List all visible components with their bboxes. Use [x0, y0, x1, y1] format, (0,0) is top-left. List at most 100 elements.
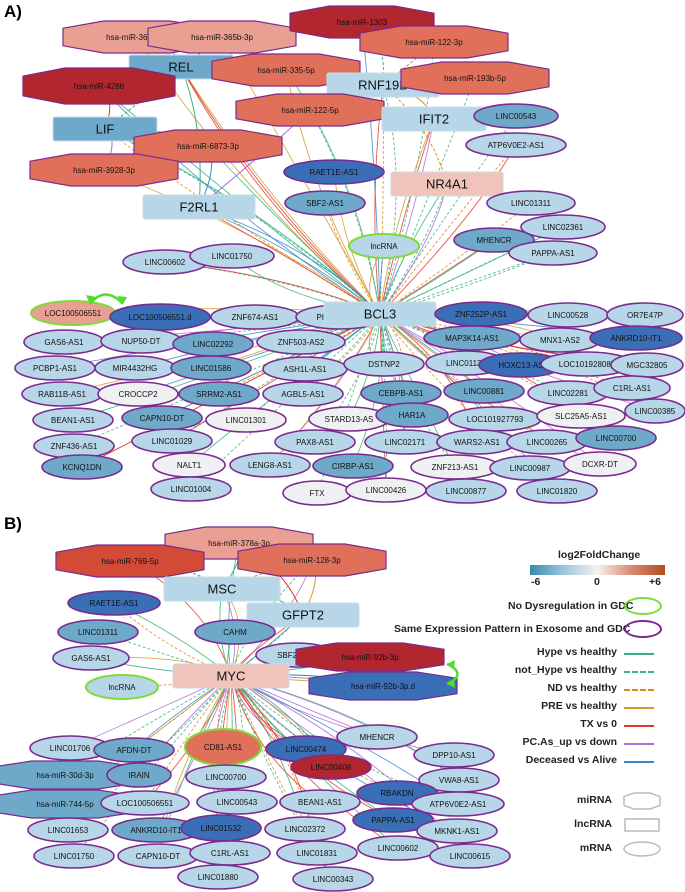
node-hsa-mir-744-5p[interactable]: hsa-miR-744-5p	[0, 789, 140, 819]
node-afdn-dt[interactable]: AFDN-DT	[93, 737, 175, 763]
node-gfpt2[interactable]: GFPT2	[246, 602, 360, 628]
node-ftx[interactable]: FTX	[282, 480, 352, 506]
node-cirbp-as1[interactable]: CIRBP-AS1	[312, 453, 394, 479]
node-linc00265[interactable]: LINC00265	[506, 429, 588, 455]
node-f2rl1[interactable]: F2RL1	[142, 194, 256, 220]
node-croccp2[interactable]: CROCCP2	[97, 381, 179, 407]
node-leng8-as1[interactable]: LENG8-AS1	[229, 452, 311, 478]
node-linc01586[interactable]: LINC01586	[170, 355, 252, 381]
node-wars2-as1[interactable]: WARS2-AS1	[436, 429, 518, 455]
node-linc01831[interactable]: LINC01831	[276, 840, 358, 866]
node-hsa-mir-769-5p[interactable]: hsa-miR-769-5p	[55, 544, 205, 578]
node-rab11b-as1[interactable]: RAB11B-AS1	[21, 381, 103, 407]
node-hsa-mir-122-3p[interactable]: hsa-miR-122-3p	[359, 25, 509, 59]
node-hsa-mir-92b-3p[interactable]: hsa-miR-92b-3p	[295, 642, 445, 672]
node-linc00528[interactable]: LINC00528	[527, 302, 609, 328]
node-hsa-mir-30d-3p[interactable]: hsa-miR-30d-3p	[0, 760, 140, 790]
node-loc100506551[interactable]: LOC100506551	[30, 300, 116, 326]
node-loc101927793[interactable]: LOC101927793	[448, 406, 542, 432]
node-linc02171[interactable]: LINC02171	[364, 429, 446, 455]
node-c1rl-as1[interactable]: C1RL-AS1	[593, 375, 671, 401]
node-mnx1-as2[interactable]: MNX1-AS2	[519, 327, 601, 353]
node-znf674-as1[interactable]: ZNF674-AS1	[210, 304, 300, 330]
node-capn10-dt[interactable]: CAPN10-DT	[121, 405, 203, 431]
node-pcbp1-as1[interactable]: PCBP1-AS1	[14, 355, 96, 381]
node-linc01653[interactable]: LINC01653	[27, 817, 109, 843]
node-mknk1-as1[interactable]: MKNK1-AS1	[416, 818, 498, 844]
node-linc02292[interactable]: LINC02292	[172, 331, 254, 357]
node-raet1e-as1[interactable]: RAET1E-AS1	[67, 590, 161, 616]
node-linc00700[interactable]: LINC00700	[185, 764, 267, 790]
node-dpp10-as1[interactable]: DPP10-AS1	[413, 742, 495, 768]
node-hsa-mir-335-5p[interactable]: hsa-miR-335-5p	[211, 53, 361, 87]
node-linc01750[interactable]: LINC01750	[33, 843, 115, 869]
node-hsa-mir-365b-3p[interactable]: hsa-miR-365b-3p	[147, 20, 297, 54]
node-lncrna[interactable]: lncRNA	[85, 674, 159, 700]
node-linc01532[interactable]: LINC01532	[180, 814, 262, 842]
node-mgc32805[interactable]: MGC32805	[610, 352, 684, 378]
node-znf503-as2[interactable]: ZNF503-AS2	[256, 329, 346, 355]
node-srrm2-as1[interactable]: SRRM2-AS1	[178, 381, 260, 407]
node-linc01820[interactable]: LINC01820	[516, 478, 598, 504]
node-cahm[interactable]: CAHM	[194, 619, 276, 645]
node-map3k14-as1[interactable]: MAP3K14-AS1	[423, 325, 521, 351]
node-linc00408[interactable]: LINC00408	[290, 754, 372, 780]
node-sbf2-as1[interactable]: SBF2-AS1	[284, 190, 366, 216]
node-mhencr[interactable]: MHENCR	[453, 227, 535, 253]
node-gas6-as1[interactable]: GAS6-AS1	[23, 329, 105, 355]
node-bean1-as1[interactable]: BEAN1-AS1	[32, 407, 114, 433]
node-mir4432hg[interactable]: MIR4432HG	[94, 355, 176, 381]
node-ankrd10-it1[interactable]: ANKRD10-IT1	[589, 325, 683, 351]
node-linc00385[interactable]: LINC00385	[624, 398, 685, 424]
node-agbl5-as1[interactable]: AGBL5-AS1	[262, 381, 344, 407]
node-msc[interactable]: MSC	[163, 576, 281, 602]
node-nalt1[interactable]: NALT1	[152, 452, 226, 478]
node-linc00343[interactable]: LINC00343	[292, 866, 374, 892]
node-linc00987[interactable]: LINC00987	[489, 455, 571, 481]
node-linc01029[interactable]: LINC01029	[131, 428, 213, 454]
node-hsa-mir-6873-3p[interactable]: hsa-miR-6873-3p	[133, 129, 283, 163]
node-dcxr-dt[interactable]: DCXR-DT	[563, 451, 637, 477]
node-linc00700[interactable]: LINC00700	[575, 425, 657, 451]
node-or7e47p[interactable]: OR7E47P	[606, 302, 684, 328]
node-nr4a1[interactable]: NR4A1	[390, 171, 504, 197]
node-ash1l-as1[interactable]: ASH1L-AS1	[262, 356, 348, 382]
node-c1rl-as1[interactable]: C1RL-AS1	[189, 840, 271, 866]
node-linc00426[interactable]: LINC00426	[345, 477, 427, 503]
node-bcl3[interactable]: BCL3	[323, 301, 437, 327]
node-gas6-as1[interactable]: GAS6-AS1	[52, 645, 130, 671]
node-mhencr[interactable]: MHENCR	[336, 724, 418, 750]
node-loc100506551[interactable]: LOC100506551	[100, 790, 190, 816]
node-dstnp2[interactable]: DSTNP2	[343, 351, 425, 377]
node-cebpb-as1[interactable]: CEBPB-AS1	[360, 380, 442, 406]
node-linc02372[interactable]: LINC02372	[264, 816, 346, 842]
node-atp6v0e2-as1[interactable]: ATP6V0E2-AS1	[465, 132, 567, 158]
node-lncrna[interactable]: lncRNA	[348, 233, 420, 259]
node-linc01301[interactable]: LINC01301	[205, 407, 287, 433]
node-pax8-as1[interactable]: PAX8-AS1	[274, 429, 356, 455]
node-linc02361[interactable]: LINC02361	[520, 214, 606, 240]
node-raet1e-as1[interactable]: RAET1E-AS1	[283, 159, 385, 185]
node-hsa-mir-4286[interactable]: hsa-miR-4286	[22, 67, 176, 105]
node-linc00877[interactable]: LINC00877	[425, 478, 507, 504]
node-linc01880[interactable]: LINC01880	[177, 864, 259, 890]
node-capn10-dt[interactable]: CAPN10-DT	[117, 843, 199, 869]
node-hsa-mir-128-3p[interactable]: hsa-miR-128-3p	[237, 543, 387, 577]
node-hsa-mir-3928-3p[interactable]: hsa-miR-3928-3p	[29, 153, 179, 187]
node-slc25a5-as1[interactable]: SLC25A5-AS1	[536, 403, 626, 429]
node-znf213-as1[interactable]: ZNF213-AS1	[410, 454, 500, 480]
node-myc[interactable]: MYC	[172, 663, 290, 689]
node-linc00602[interactable]: LINC00602	[357, 835, 439, 861]
node-linc00615[interactable]: LINC00615	[429, 843, 511, 869]
node-znf436-as1[interactable]: ZNF436-AS1	[33, 433, 115, 459]
node-pappa-as1[interactable]: PAPPA-AS1	[352, 807, 434, 833]
node-cd81-as1[interactable]: CD81-AS1	[184, 728, 262, 766]
node-hsa-mir-122-5p[interactable]: hsa-miR-122-5p	[235, 93, 385, 127]
node-ifit2[interactable]: IFIT2	[381, 106, 487, 132]
node-nup50-dt[interactable]: NUP50-DT	[100, 328, 182, 354]
node-atp6v0e2-as1[interactable]: ATP6V0E2-AS1	[411, 791, 505, 817]
node-kcnq1dn[interactable]: KCNQ1DN	[41, 454, 123, 480]
node-pappa-as1[interactable]: PAPPA-AS1	[508, 240, 598, 266]
node-bean1-as1[interactable]: BEAN1-AS1	[279, 789, 361, 815]
node-linc00543[interactable]: LINC00543	[473, 103, 559, 129]
